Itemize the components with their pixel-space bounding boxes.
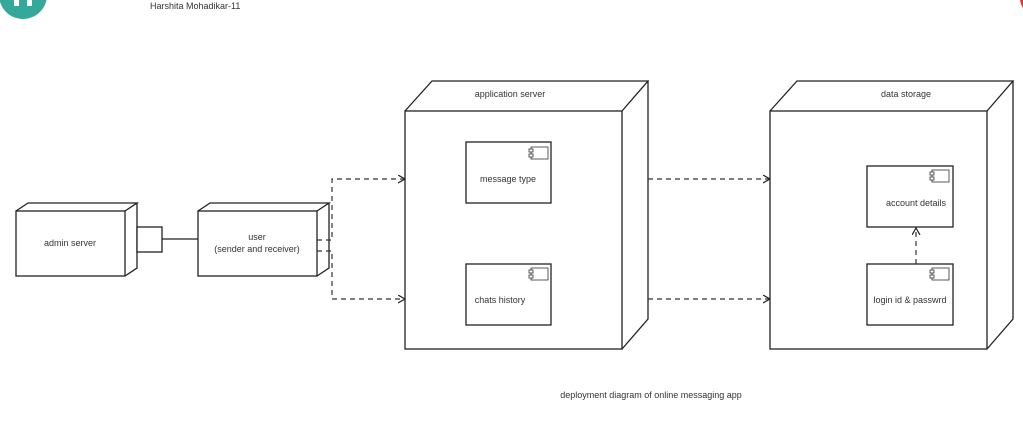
component-icon <box>929 267 950 281</box>
connector-user-to-chats-history <box>317 250 405 299</box>
node-application-server[interactable]: application server message type chats hi… <box>404 80 650 350</box>
component-icon <box>929 169 950 183</box>
component-chats-history[interactable]: chats history <box>465 263 552 326</box>
author-name: Harshita Mohadikar-11 <box>150 1 241 11</box>
component-icon <box>528 267 549 281</box>
node-label: data storage <box>881 89 931 99</box>
component-label: chats history <box>475 295 526 305</box>
node-admin-server[interactable]: admin server <box>15 202 140 277</box>
node-label-line1: user <box>248 232 266 242</box>
connector-user-to-message-type <box>317 179 405 241</box>
diagram-caption: deployment diagram of online messaging a… <box>560 390 742 400</box>
component-login[interactable]: login id & passwrd <box>866 263 954 326</box>
component-label: account details <box>886 198 947 208</box>
component-message-type[interactable]: message type <box>465 141 552 204</box>
node-label: admin server <box>44 238 96 248</box>
node-data-storage[interactable]: data storage account details login id & … <box>769 80 1015 350</box>
component-label: login id & passwrd <box>873 295 946 305</box>
logo-icon <box>0 0 47 19</box>
interface-connector <box>136 226 198 253</box>
right-badge-icon <box>1020 0 1023 8</box>
node-label-line2: (sender and receiver) <box>214 244 300 254</box>
component-label: message type <box>480 174 536 184</box>
component-icon <box>528 146 549 160</box>
component-account-details[interactable]: account details <box>866 165 954 228</box>
node-user[interactable]: user (sender and receiver) <box>197 202 332 277</box>
node-label: application server <box>475 89 546 99</box>
